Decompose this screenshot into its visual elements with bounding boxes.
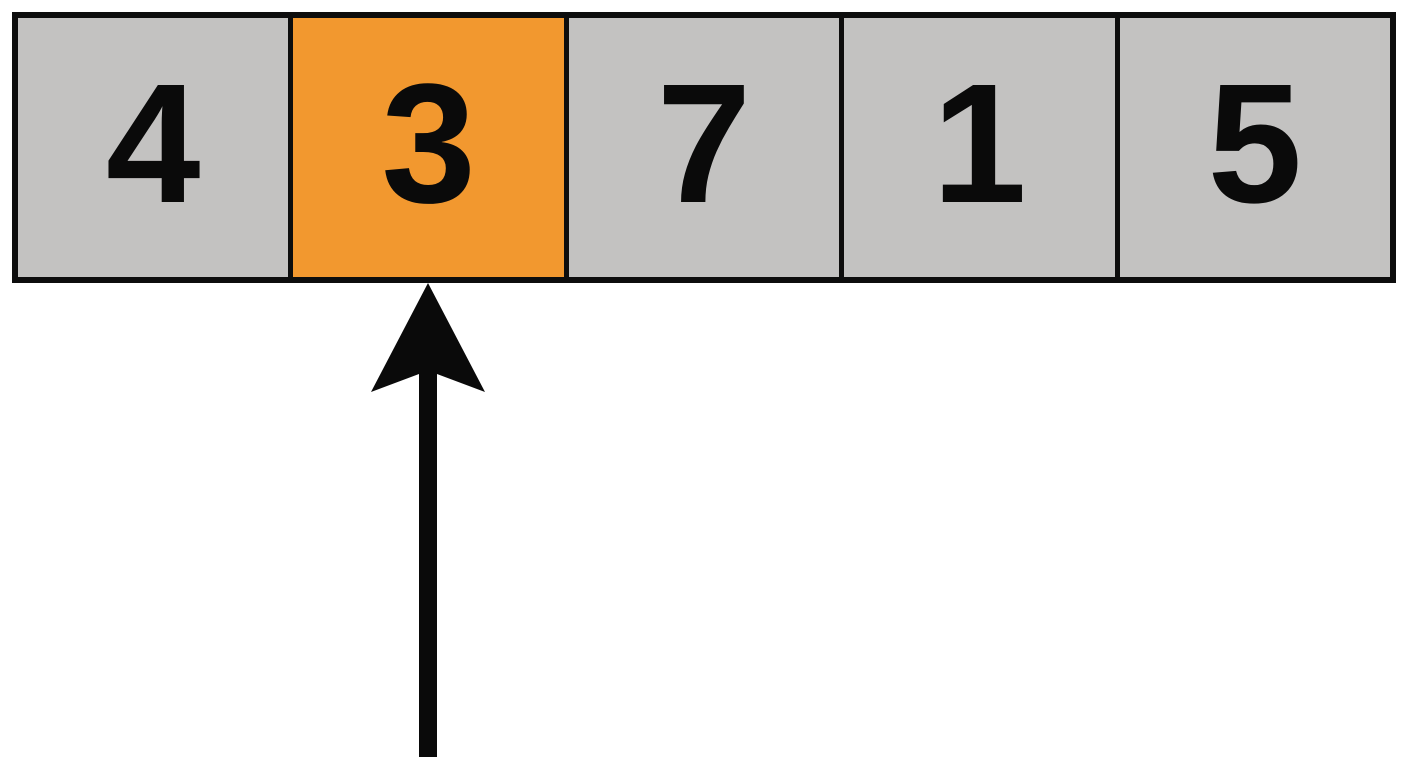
array-cell-1: 3 [293, 18, 564, 277]
array-container: 4 3 7 1 5 [12, 12, 1396, 283]
array-cell-3: 1 [844, 18, 1115, 277]
array-cell-4: 5 [1119, 18, 1391, 277]
array-cell-0: 4 [18, 18, 289, 277]
cell-value: 3 [381, 48, 476, 239]
up-arrow-icon [371, 283, 485, 757]
cell-value: 7 [656, 48, 752, 239]
cell-value: 4 [105, 48, 201, 239]
cell-value: 1 [932, 48, 1027, 239]
cell-value: 5 [1207, 48, 1303, 239]
array-cell-2: 7 [568, 18, 840, 277]
